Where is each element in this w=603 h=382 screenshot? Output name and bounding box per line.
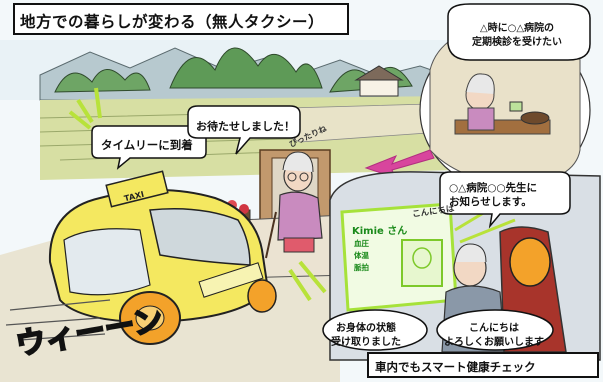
speech-received: お身体の状態 受け取りました [331,322,401,350]
speech-greeting-line-2: よろしくお願いします [444,337,544,348]
speech-notice: ○△病院○○先生に お知らせします。 [449,181,537,209]
speech-arrival: タイムリーに到着 [101,138,193,152]
health-card-field: 血圧 [354,239,369,248]
speech-waited: お待たせしました！ [196,120,295,133]
speech-appointment: △時に○△病院の 定期検診を受けたい [472,22,562,50]
speech-received-line-2: 受け取りました [331,337,401,348]
health-card-name: Kimie さん [352,222,407,237]
health-card-field: 体温 [354,251,369,260]
sfx-vroom: ウィーーン [12,302,166,364]
speech-appointment-line-1: △時に○△病院の [479,23,555,34]
health-card-field: 脈拍 [354,263,369,272]
caption: 車内でもスマート健康チェック [375,360,536,374]
speech-greeting: こんにちは よろしくお願いします [444,322,544,350]
health-card-name-text: Kimie [352,226,384,237]
speech-notice-line-2: お知らせします。 [449,196,532,208]
health-card-name-suffix: さん [387,226,408,237]
page-title: 地方での暮らしが変わる（無人タクシー） [20,13,325,31]
sfx-vroom-text: ウィーーン [13,303,165,363]
speech-notice-line-1: ○△病院○○先生に [449,182,538,194]
health-card-fields: 血圧 体温 脈拍 [354,238,369,274]
speech-greeting-line-1: こんにちは [469,323,519,334]
speech-appointment-line-2: 定期検診を受けたい [472,37,562,48]
speech-received-line-1: お身体の状態 [336,323,396,334]
